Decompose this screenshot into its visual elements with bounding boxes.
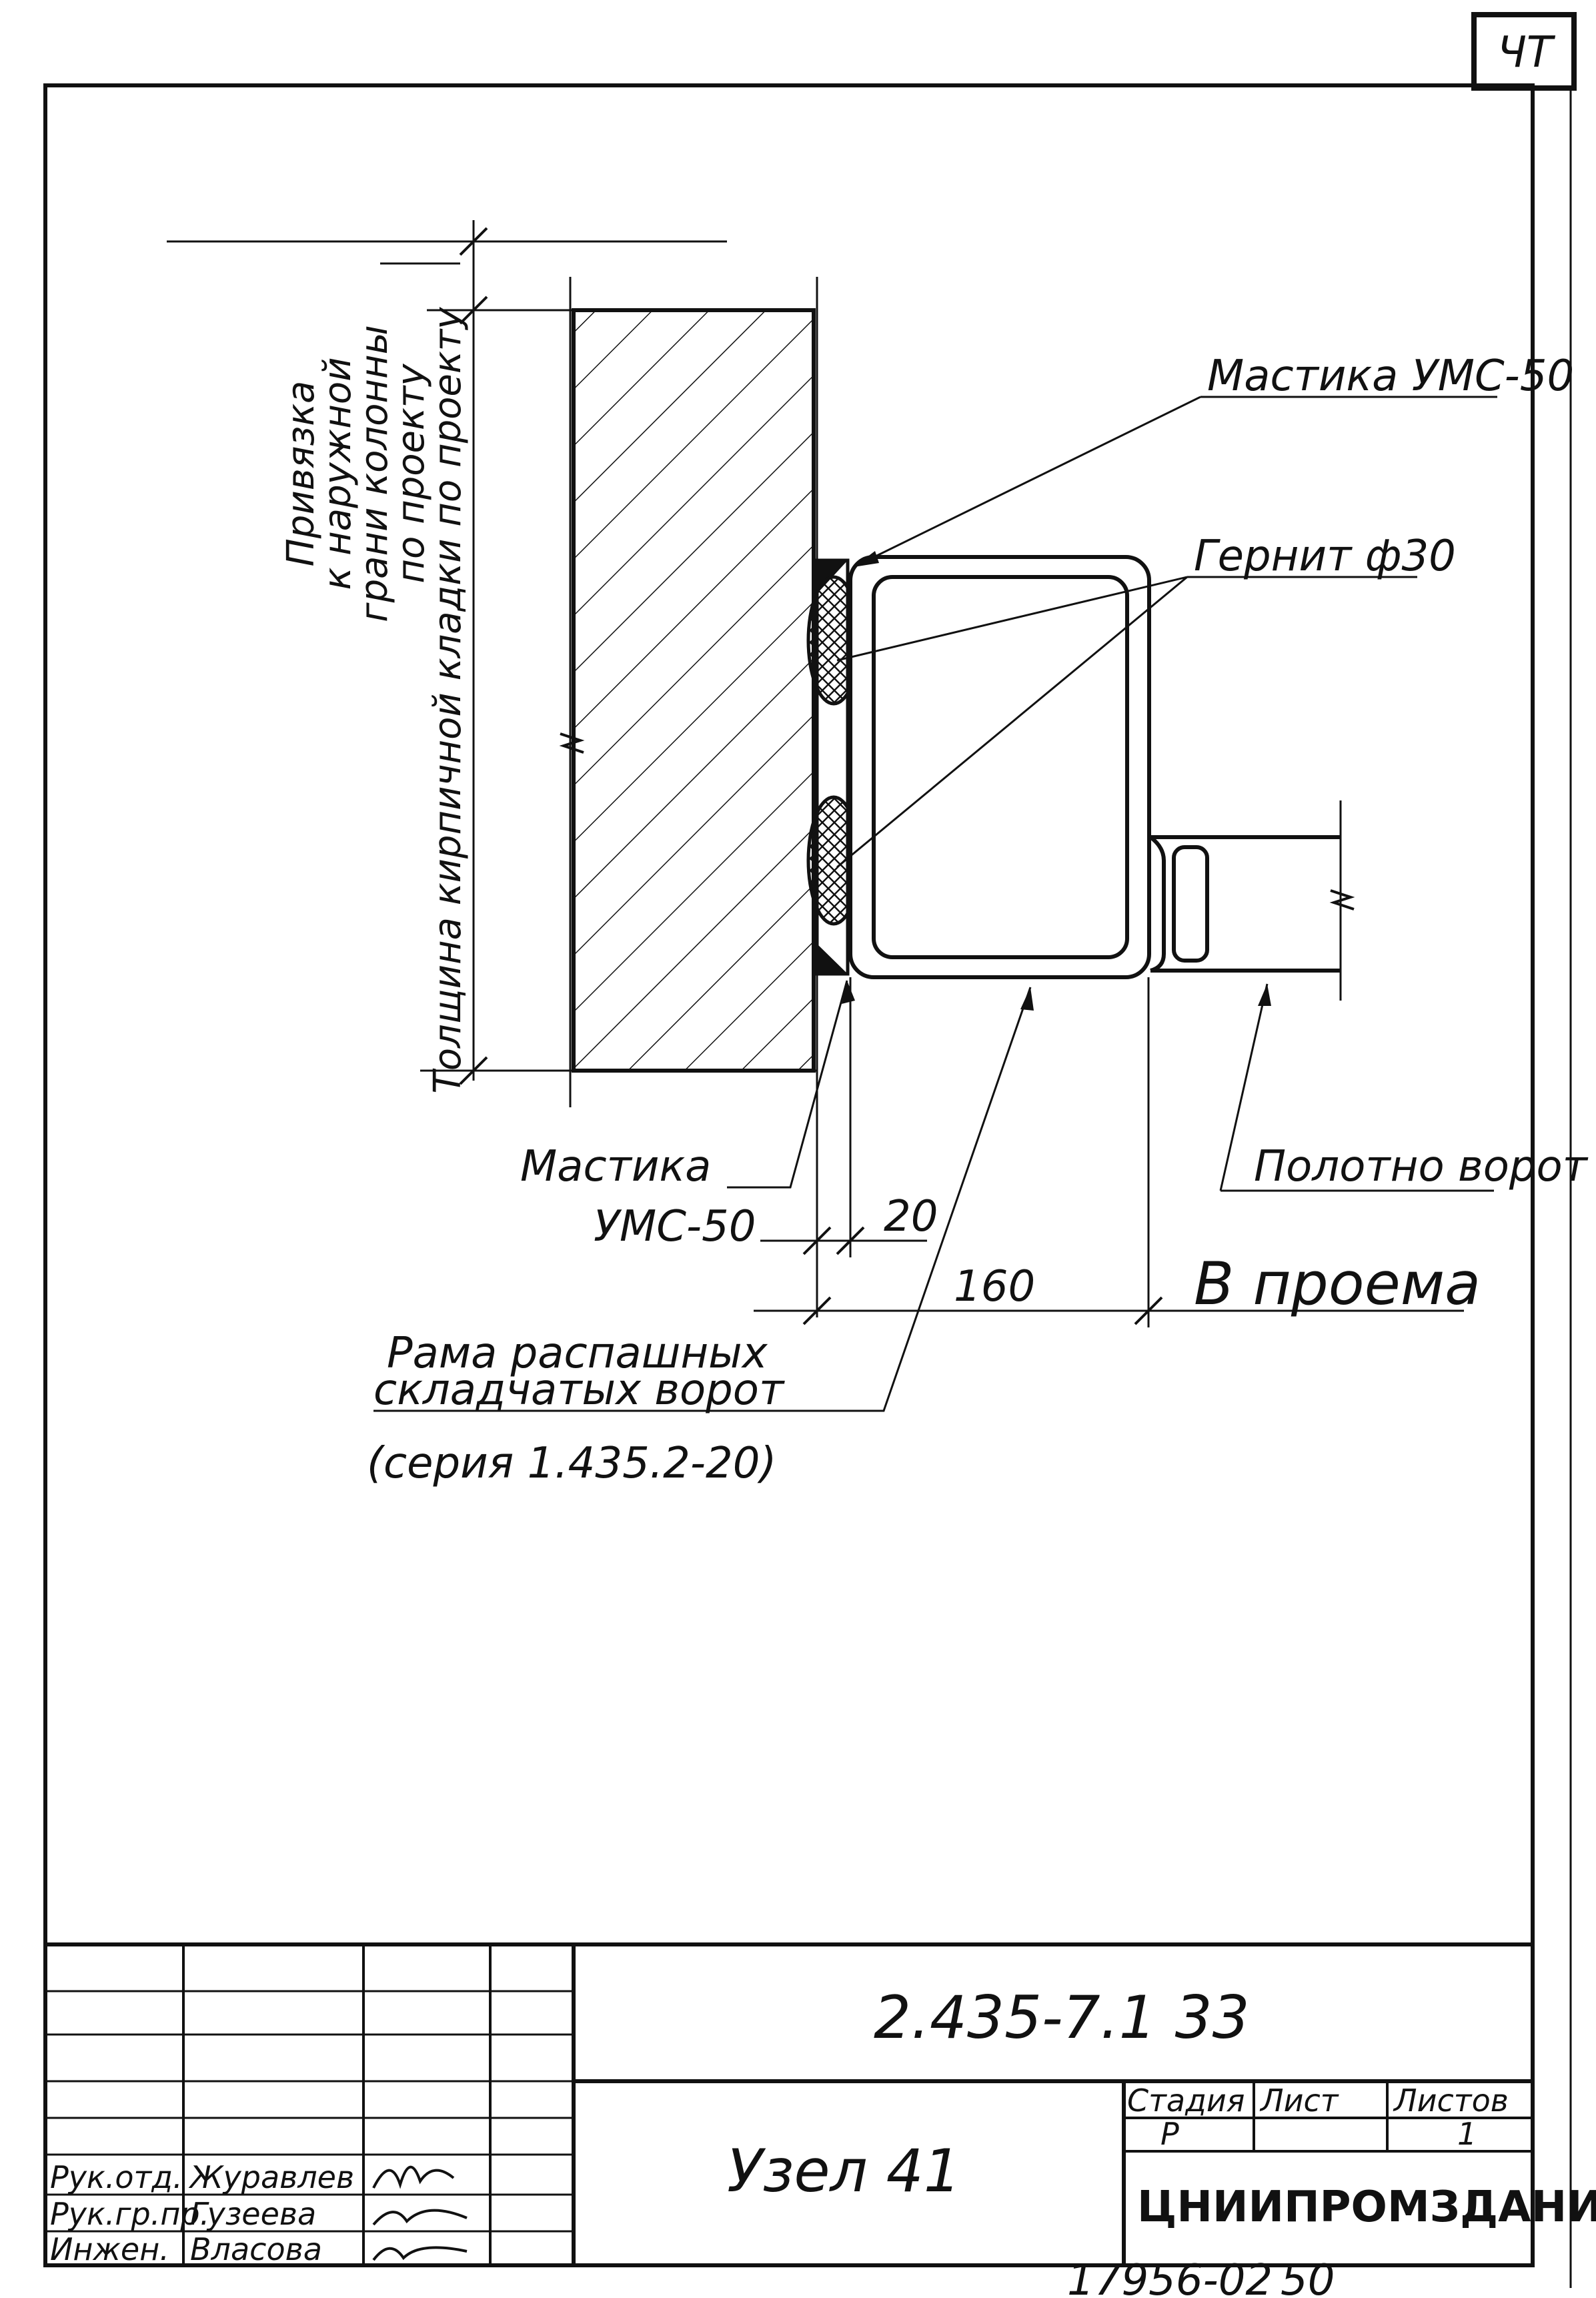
sheets-header: Листов	[1393, 2083, 1509, 2119]
signature-1	[372, 2165, 455, 2189]
corner-mark: ЧТ	[1497, 28, 1556, 77]
leader-gate-leaf	[1219, 983, 1494, 1192]
gate-leaf-label: Полотно ворот	[1254, 1142, 1589, 1191]
arrow	[842, 981, 855, 1004]
brick-wall	[572, 308, 816, 1073]
mastic-bottom-label-1: Мастика	[520, 1142, 711, 1191]
document-code: 2.435-7.1 33	[874, 1983, 1250, 2052]
mastic-bottom-fill	[817, 944, 848, 974]
title-block	[45, 1942, 1533, 2265]
role-2: Рук.гр.пр.	[50, 2196, 209, 2232]
svg-text:Толщина кирпичной кладки по пр: Толщина кирпичной кладки по проекту	[426, 307, 470, 1094]
leader-mastic-bottom	[727, 980, 848, 1189]
gate-frame-inner	[872, 575, 1129, 959]
name-3: Власова	[190, 2231, 322, 2267]
frame-label-3: (серия 1.435.2-20)	[367, 1439, 776, 1488]
arrow	[854, 551, 879, 567]
dim-20-label: 20	[884, 1192, 938, 1241]
organization-name: ЦНИИПРОМЗДАНИЙ	[1137, 2181, 1596, 2232]
gate-leaf-profile	[1172, 845, 1209, 963]
mastic-bottom-label-2: УМС-50	[594, 1202, 756, 1251]
svg-text:Привязка: Привязка	[279, 381, 323, 567]
gernit-label: Гернит ф30	[1194, 532, 1456, 581]
wall-thickness-label: Толщина кирпичной кладки по проекту	[426, 307, 470, 1094]
name-2: Гузеева	[190, 2196, 316, 2232]
mastic-top-label: Мастика УМС-50	[1207, 352, 1574, 401]
corner-stamp-box	[1471, 12, 1577, 91]
arrow	[1020, 987, 1034, 1011]
sheet-frame	[43, 83, 1535, 2267]
name-1: Журавлев	[188, 2159, 354, 2195]
binding-label: Привязка к наружной грани колонны по про…	[279, 325, 433, 622]
dim-tick	[1134, 1296, 1163, 1325]
signature-3	[372, 2246, 468, 2261]
dim-tick	[459, 227, 488, 256]
role-3: Инжен.	[50, 2231, 169, 2267]
frame-label-2: складчатых ворот	[373, 1365, 785, 1415]
leader-gernit	[836, 576, 1417, 869]
page-number: 50	[1281, 2256, 1335, 2298]
stage-value: Р	[1160, 2116, 1179, 2152]
arrow	[1258, 984, 1271, 1006]
inventory-number: 17956-02	[1067, 2256, 1273, 2298]
dim-tick	[836, 1226, 865, 1255]
leader-mastic-top	[853, 396, 1497, 568]
drawing-title: Узел 41	[727, 2137, 961, 2205]
dim-tick	[802, 1226, 832, 1255]
opening-label: В проема	[1194, 1249, 1481, 1318]
leader-frame	[373, 987, 1032, 1412]
role-1: Рук.отд.	[50, 2159, 183, 2195]
sheet-header: Лист	[1259, 2083, 1339, 2119]
frame-label-1: Рама распашных	[387, 1329, 768, 1378]
svg-text:по проекту: по проекту	[389, 364, 433, 584]
dim-tick	[802, 1296, 832, 1325]
gate-leaf	[1149, 835, 1341, 973]
leaf-break-mark	[1329, 889, 1355, 911]
sheets-value: 1	[1457, 2116, 1477, 2152]
svg-text:грани колонны: грани колонны	[353, 325, 396, 622]
signature-2	[372, 2209, 468, 2226]
svg-text:к наружной: к наружной	[316, 358, 359, 590]
dim-160-label: 160	[954, 1262, 1035, 1311]
break-mark	[559, 732, 585, 754]
stage-header: Стадия	[1127, 2083, 1245, 2119]
